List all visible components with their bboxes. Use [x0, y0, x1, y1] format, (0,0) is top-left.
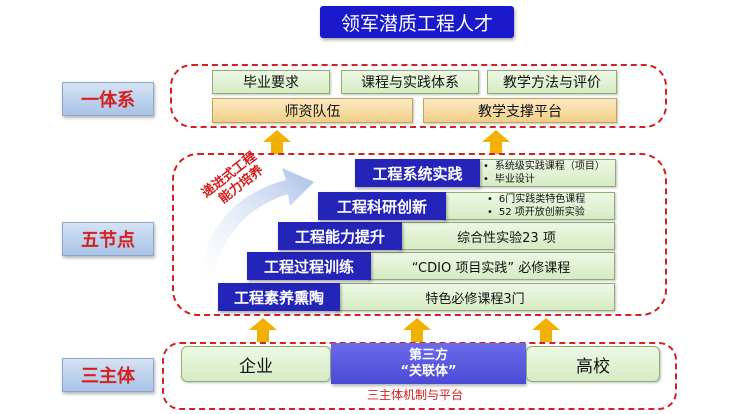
teaching-methods-box: 教学方法与评价: [487, 70, 617, 94]
university-box: 高校: [526, 346, 660, 382]
step2-label: 工程过程训练: [247, 252, 371, 280]
up-arrow-icon: [532, 318, 560, 342]
step3-desc: 综合性实验23 项: [398, 222, 615, 250]
tier2-group: [172, 153, 667, 316]
step5-label: 工程系统实践: [355, 159, 480, 187]
tier3-label: 三主体: [62, 358, 154, 392]
step3-label: 工程能力提升: [278, 222, 402, 250]
enterprise-box: 企业: [181, 346, 331, 382]
third-party-line2: “关联体”: [400, 363, 457, 379]
step5-desc-item: 系统级实践课程（项目）: [483, 160, 615, 173]
step4-label: 工程科研创新: [318, 192, 446, 220]
teaching-platform-box: 教学支撑平台: [423, 98, 617, 123]
up-arrow-icon: [263, 130, 291, 154]
progressive-curve-arrow-icon: [198, 168, 314, 282]
step1-label: 工程素养熏陶: [218, 283, 340, 311]
step2-desc: “CDIO 项目实践” 必修课程: [367, 252, 615, 280]
tier3-caption: 三主体机制与平台: [366, 387, 463, 402]
third-party-box: 第三方 “关联体”: [331, 343, 526, 384]
up-arrow-icon: [249, 318, 277, 342]
step4-desc-item: 52 项开放创新实验: [487, 206, 614, 219]
step4-desc: 6门实践类特色课程 52 项开放创新实验: [442, 192, 615, 220]
step4-desc-item: 6门实践类特色课程: [487, 193, 614, 206]
step5-desc: 系统级实践课程（项目） 毕业设计: [476, 159, 616, 187]
curriculum-system-box: 课程与实践体系: [341, 70, 479, 94]
tier1-group: [170, 64, 667, 128]
tier1-label: 一体系: [62, 82, 154, 116]
up-arrow-icon: [403, 318, 431, 342]
page-title: 领军潜质工程人才: [320, 6, 514, 38]
up-arrow-icon: [482, 130, 510, 154]
third-party-line1: 第三方: [408, 347, 448, 363]
step5-desc-item: 毕业设计: [483, 173, 615, 186]
tier2-label: 五节点: [62, 222, 154, 256]
step1-desc: 特色必修课程3门: [335, 283, 615, 311]
faculty-box: 师资队伍: [212, 98, 413, 123]
graduation-requirements-box: 毕业要求: [212, 70, 330, 94]
